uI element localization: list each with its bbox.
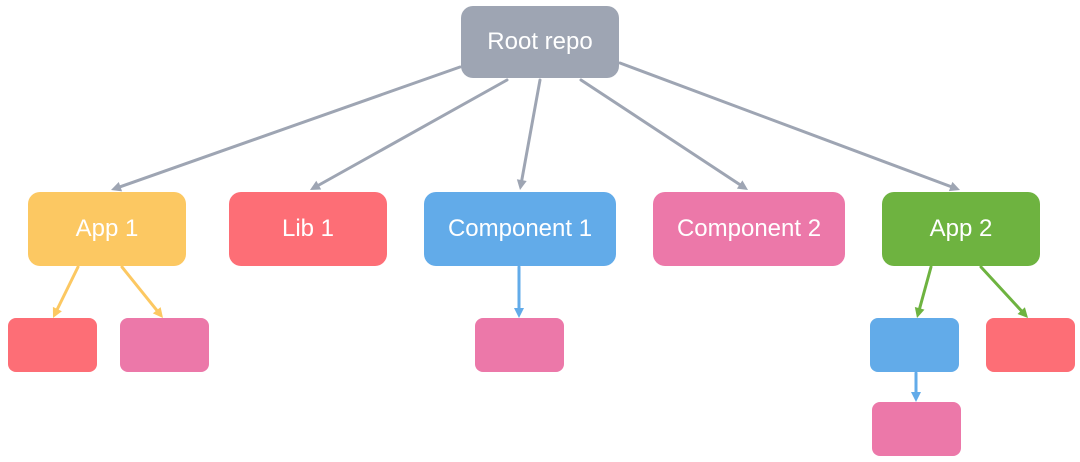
edge-root-to-comp1 xyxy=(520,78,542,182)
arrowhead-app2-to-app2_child_a xyxy=(914,307,925,318)
component-2-node: Component 2 xyxy=(653,192,845,266)
arrowhead-root-to-app2 xyxy=(948,181,960,192)
component-2-label: Component 2 xyxy=(676,215,822,242)
arrowhead-app2_child_a-to-app2_grandchild xyxy=(911,392,921,402)
lib-1-node: Lib 1 xyxy=(229,192,387,266)
lib-1-label: Lib 1 xyxy=(281,215,335,242)
component-1-child-node xyxy=(475,318,564,372)
app-1-label: App 1 xyxy=(75,215,139,242)
app-2-child-b-node xyxy=(986,318,1075,372)
arrowhead-comp1-to-comp1_child xyxy=(514,308,524,318)
edge-root-to-comp2 xyxy=(579,78,742,186)
arrowhead-root-to-app1 xyxy=(111,181,123,192)
edge-root-to-app2 xyxy=(618,61,953,189)
root-repo-label: Root repo xyxy=(487,28,593,55)
app-2-grandchild-node xyxy=(872,402,961,456)
app-2-node: App 2 xyxy=(882,192,1040,266)
edge-app2-to-app2_child_b xyxy=(979,265,1023,313)
arrowhead-app2-to-app2_child_b xyxy=(1017,307,1028,318)
app-2-child-a-node xyxy=(870,318,959,372)
arrowhead-root-to-comp2 xyxy=(736,180,748,190)
arrowhead-app1-to-app1_child_a xyxy=(52,306,62,318)
app-1-child-a-node xyxy=(8,318,97,372)
app-2-label: App 2 xyxy=(929,215,993,242)
arrowhead-root-to-comp1 xyxy=(516,179,527,190)
edge-root-to-app1 xyxy=(118,65,462,189)
component-1-label: Component 1 xyxy=(447,215,593,242)
edge-app2-to-app2_child_a xyxy=(918,265,933,310)
edge-app1-to-app1_child_a xyxy=(55,265,80,311)
arrowhead-root-to-lib1 xyxy=(310,180,322,190)
app-1-child-b-node xyxy=(120,318,209,372)
arrowhead-app1-to-app1_child_b xyxy=(152,307,163,318)
app-1-node: App 1 xyxy=(28,192,186,266)
edge-root-to-lib1 xyxy=(317,78,509,187)
edge-app1-to-app1_child_b xyxy=(120,265,159,312)
component-1-node: Component 1 xyxy=(424,192,616,266)
root-repo-node: Root repo xyxy=(461,6,619,78)
